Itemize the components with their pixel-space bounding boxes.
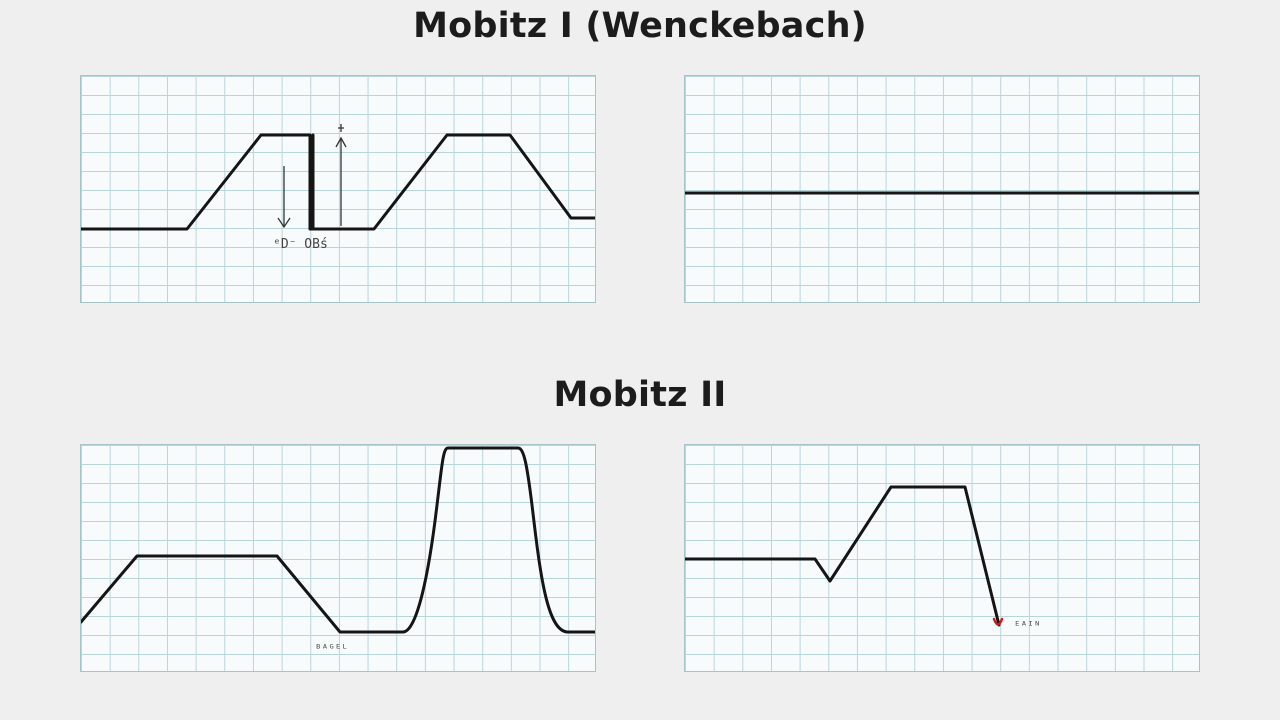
- ecg-panel-mobitz-2-right: ᴱᴬᴵᴺ: [684, 444, 1200, 672]
- ecg-waveform: [81, 133, 595, 231]
- ecg-panel-mobitz-1-right: [684, 75, 1200, 303]
- down-arrow-icon: [277, 166, 291, 229]
- ecg-panel-mobitz-1-left: ᵉD⁻ OBś: [80, 75, 596, 303]
- ecg-trace-svg: [81, 446, 595, 634]
- annotation-label: ᴮᴬᴳᴱᴸ: [315, 642, 349, 655]
- ecg-trace-svg: [81, 124, 595, 231]
- ecg-waveform: [81, 446, 595, 634]
- annotation-label: ᵉD⁻ OBś: [273, 237, 328, 252]
- title-mobitz-1: Mobitz I (Wenckebach): [413, 6, 867, 46]
- ecg-waveform: [685, 485, 1001, 627]
- title-mobitz-2: Mobitz II: [553, 375, 727, 415]
- up-arrow-icon: [335, 124, 347, 226]
- annotation-label: ᴱᴬᴵᴺ: [1014, 619, 1041, 632]
- ecg-trace-svg: [685, 485, 1004, 627]
- ecg-panel-mobitz-2-left: ᴮᴬᴳᴱᴸ: [80, 444, 596, 672]
- red-marker-icon: [992, 617, 1004, 626]
- ecg-trace-svg: [685, 191, 1199, 195]
